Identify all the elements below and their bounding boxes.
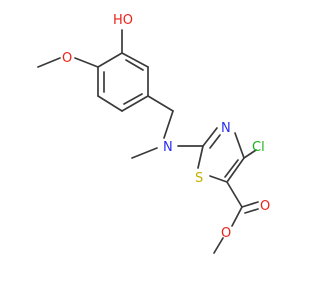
bond-ch2-n (163, 110, 174, 139)
atom-ester-carbonyl-o: O (260, 199, 270, 214)
bond-ring-ch2 (147, 95, 174, 112)
atom-hydroxyl: HO (113, 13, 133, 28)
bond-c2-n3-double (209, 134, 221, 149)
atom-methoxy-o: O (62, 51, 72, 66)
bond-lines (37, 29, 259, 254)
bond-c4-c5-double (224, 159, 239, 178)
bond-ring-a1-a2 (97, 52, 123, 68)
atom-sulfur: S (195, 171, 203, 186)
bond-c4-c5 (226, 157, 245, 183)
bond-ester-methyl (213, 237, 224, 254)
molecule-structure-diagram: HO O N N Cl S O O (37, 13, 270, 254)
bond-methoxy-o-ring (74, 57, 99, 68)
bond-carbonyl-o (241, 201, 259, 208)
bond-carbonyl-o-double (244, 208, 259, 214)
bond-carbonyl-ester-o (231, 206, 243, 227)
atom-ester-o: O (221, 226, 231, 241)
atom-amine-n: N (163, 140, 173, 155)
bond-n-methyl (131, 147, 158, 159)
atom-chlorine: Cl (252, 140, 265, 155)
bond-s1-c2 (197, 145, 204, 169)
bond-c5-s1 (209, 175, 228, 183)
bond-c5-carbonyl (226, 181, 243, 208)
atom-ring-n: N (221, 121, 231, 136)
bond-ring-a2-a3 (121, 52, 149, 68)
bond-c4-cl (243, 149, 257, 159)
bond-ring-a4-a5 (121, 95, 149, 112)
bond-ring-inner-1 (125, 59, 144, 71)
bond-methoxy-methyl (37, 57, 61, 68)
bond-n3-c4 (234, 132, 245, 159)
bond-ring-inner-2 (123, 93, 143, 105)
bond-c2-n3 (202, 127, 218, 147)
atom-labels: HO O N N Cl S O O (62, 13, 270, 241)
bond-ring-a5-a6 (97, 95, 123, 112)
